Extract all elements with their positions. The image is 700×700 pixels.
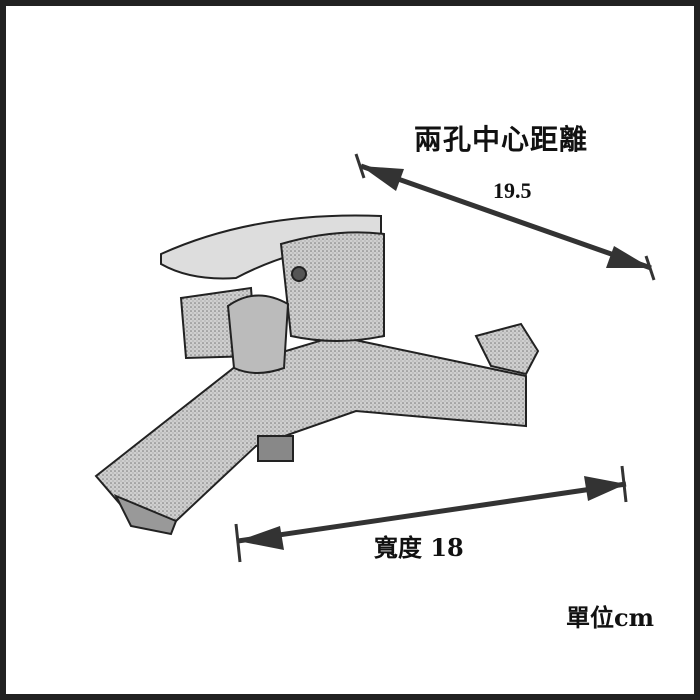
hole-center-distance-label: 兩孔中心距離 xyxy=(414,123,589,156)
faucet-body xyxy=(94,214,540,536)
dimension-arrow-hole-distance xyxy=(354,153,656,281)
faucet-illustration xyxy=(94,153,656,563)
unit-label: 單位cm xyxy=(566,603,655,632)
width-label: 寬度 18 xyxy=(374,533,464,562)
dimension-arrow-width xyxy=(234,465,628,563)
hole-center-distance-value: 19.5 xyxy=(493,178,532,203)
